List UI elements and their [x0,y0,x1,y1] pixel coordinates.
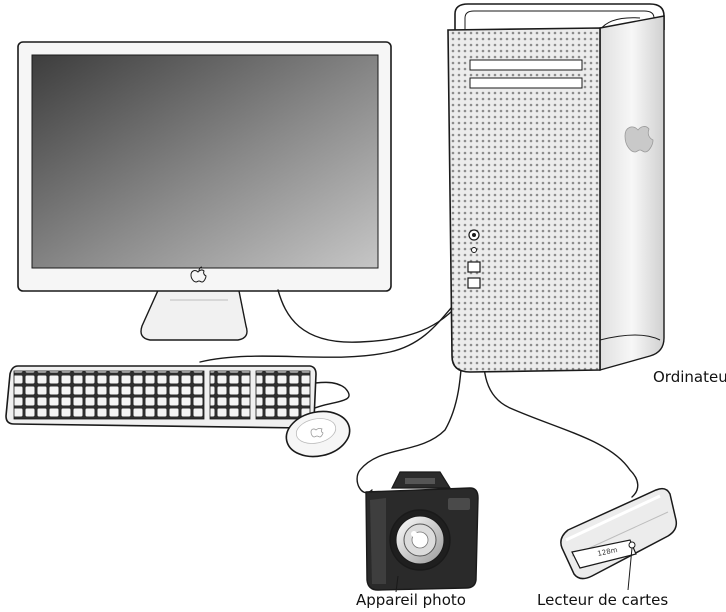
keyboard [5,365,317,429]
card-reader-label: Lecteur de cartes [537,591,669,609]
computer-label: Ordinateur [653,368,726,386]
monitor-stand [140,285,248,341]
display-cable [277,267,473,343]
display-monitor [17,41,392,341]
mouse-cable [299,381,350,411]
tower-front-panel [447,27,601,373]
mouse [285,410,351,458]
apple-logo-icon [190,266,207,283]
digital-camera [365,471,479,591]
front-ports [467,229,481,289]
apple-logo-icon [624,126,654,153]
keyboard-keys-main [13,370,205,420]
monitor-screen [31,54,379,269]
computer-tower [447,3,665,373]
camera-label: Appareil photo [356,591,466,609]
keyboard-cable [199,279,473,363]
keyboard-keys-numpad [255,370,311,420]
usb-port [467,277,481,289]
apple-logo-icon [310,427,324,438]
keyboard-keys-nav [209,370,251,420]
optical-drive-slot [469,59,583,71]
memory-card [571,539,637,569]
card-reader: 128m [560,487,678,591]
tower-side-panel [599,15,665,371]
tower-handle [454,3,665,30]
firewire-port [467,261,481,273]
